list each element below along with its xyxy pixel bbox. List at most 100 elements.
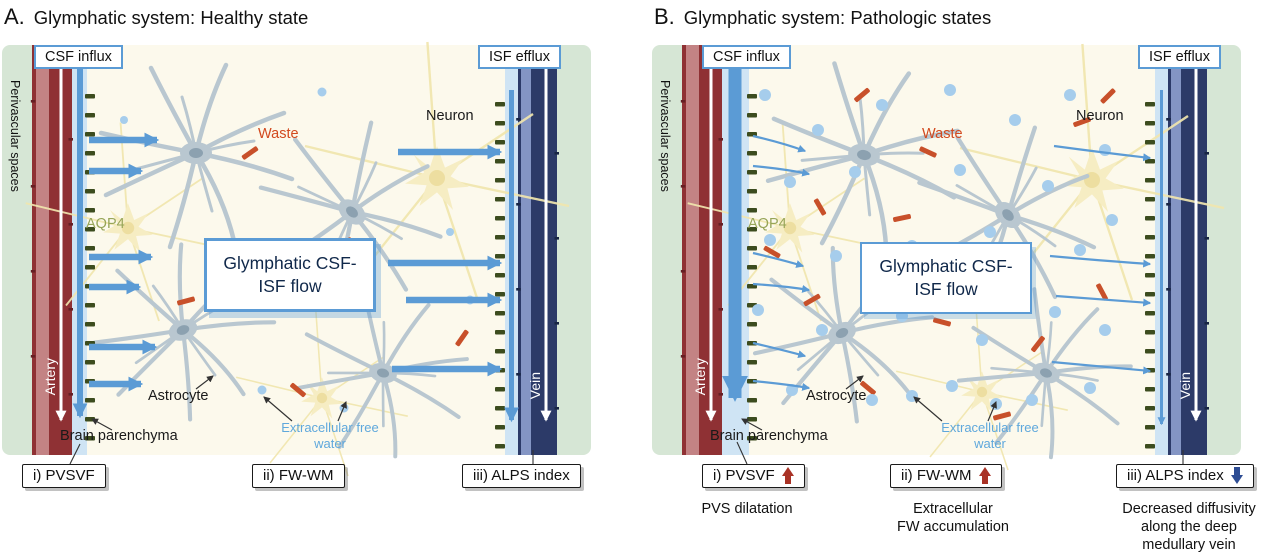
label-pointer [741, 418, 763, 431]
aqp4-label: AQP4 [86, 216, 125, 232]
aqp4-channel [1145, 178, 1155, 183]
aqp4-channel [1145, 444, 1155, 449]
waste-particle [455, 329, 469, 347]
neuron-label: Neuron [1076, 108, 1124, 124]
csf-flow-arrow [752, 134, 807, 153]
aqp4-channel [495, 178, 505, 183]
metric-alps: iii) ALPS index [462, 464, 581, 488]
panel-title: Glymphatic system: Healthy state [33, 7, 309, 28]
astrocyte [765, 61, 960, 251]
csf-flow-arrow [1051, 360, 1152, 375]
aqp4-channel [495, 254, 505, 259]
panel-title: Glymphatic system: Pathologic states [683, 7, 992, 28]
metric-fwwm: ii) FW-WM [252, 464, 345, 488]
free-water-label: Extracellular free water [941, 420, 1039, 451]
aqp4-channel [1145, 235, 1155, 240]
panel-title-row: B. Glymphatic system: Pathologic states [654, 4, 991, 30]
metric-fwwm-label: ii) FW-WM [901, 467, 972, 484]
free-water-dot [876, 99, 888, 111]
metric-alps: iii) ALPS index [1116, 464, 1254, 488]
metric-alps-label: iii) ALPS index [1127, 467, 1224, 484]
aqp4-channel [1145, 159, 1155, 164]
csf-flow-arrow [1049, 254, 1152, 268]
aqp4-channel [495, 102, 505, 107]
waste-particle [992, 411, 1012, 421]
aqp4-channel [1145, 216, 1155, 221]
aqp4-channel [495, 216, 505, 221]
aqp4-channel [85, 151, 95, 156]
csf-flow-arrow [1053, 144, 1152, 162]
label-pointer [263, 396, 293, 422]
aqp4-channel [747, 246, 757, 251]
free-water-label: Extracellular free water [281, 420, 379, 451]
aqp4-channel [495, 197, 505, 202]
free-water-dot [812, 124, 824, 136]
aqp4-channel [495, 159, 505, 164]
aqp4-channel [85, 113, 95, 118]
free-water-dot [786, 384, 798, 396]
aqp4-channel [747, 189, 757, 194]
astrocyte [98, 62, 295, 250]
aqp4-channel [85, 189, 95, 194]
aqp4-channel [747, 227, 757, 232]
aqp4-channel [85, 208, 95, 213]
aqp4-channel [747, 417, 757, 422]
glymphatic-flow-box: Glymphatic CSF-ISF flow [204, 238, 376, 313]
label-pointer [845, 375, 864, 390]
csf-flow-arrow [752, 341, 807, 359]
aqp4-channel [747, 94, 757, 99]
diagram-pathologic-graphic [652, 43, 1241, 471]
metric-pvsvf-caption: PVS dilatation [701, 501, 793, 517]
astrocyte [956, 287, 1133, 460]
aqp4-channel [495, 387, 505, 392]
neuron-cell [304, 41, 570, 299]
aqp4-channel [1145, 273, 1155, 278]
waste-particle [813, 198, 827, 216]
metric-fwwm-caption: Extracellular FW accumulation [896, 501, 1009, 535]
free-water-dot [317, 87, 327, 97]
aqp4-channel [1145, 292, 1155, 297]
aqp4-label: AQP4 [748, 216, 787, 232]
label-pointer [337, 401, 347, 422]
aqp4-channel [85, 132, 95, 137]
free-water-dot [990, 398, 1002, 410]
aqp4-channel [495, 406, 505, 411]
panel-healthy-state: A. Glymphatic system: Healthy state Peri… [0, 0, 630, 560]
csf-flow-arrow [752, 164, 811, 177]
aqp4-channel [495, 121, 505, 126]
metric-fwwm-arrow-icon [978, 467, 991, 484]
aqp4-channel [747, 265, 757, 270]
waste-particle [854, 87, 870, 103]
free-water-dot [830, 250, 842, 262]
aqp4-channel [747, 436, 757, 441]
label-pointer [913, 396, 943, 422]
free-water-dot [764, 234, 776, 246]
free-water-dot [1106, 214, 1118, 226]
csf-flow-arrow [752, 282, 811, 293]
aqp4-channel [1145, 406, 1155, 411]
waste-particle [932, 317, 952, 327]
aqp4-channel [495, 292, 505, 297]
glymphatic-flow-box: Glymphatic CSF-ISF flow [860, 242, 1032, 315]
brain-parenchyma-label: Brain parenchyma [710, 428, 828, 444]
artery-label: Artery [692, 358, 708, 396]
csf-flow-arrow [752, 251, 805, 268]
free-water-dot [849, 166, 861, 178]
aqp4-channel [1145, 311, 1155, 316]
waste-particle [1096, 283, 1108, 301]
free-water-dot [976, 334, 988, 346]
free-water-dot [954, 164, 966, 176]
perivascular-spaces-label: Perivascular spaces [658, 80, 672, 192]
free-water-dot [1074, 244, 1086, 256]
aqp4-channel [747, 360, 757, 365]
panel-pathologic-state: B. Glymphatic system: Pathologic states … [650, 0, 1280, 560]
aqp4-channel [1145, 197, 1155, 202]
metric-alps-caption: Decreased diffusivity along the deep med… [1122, 501, 1256, 553]
neuron-label: Neuron [426, 108, 474, 124]
metric-pvsvf: i) PVSVF [22, 464, 106, 488]
aqp4-channel [1145, 254, 1155, 259]
waste-label: Waste [258, 126, 299, 142]
free-water-dot [1042, 180, 1054, 192]
astrocyte [294, 288, 469, 459]
